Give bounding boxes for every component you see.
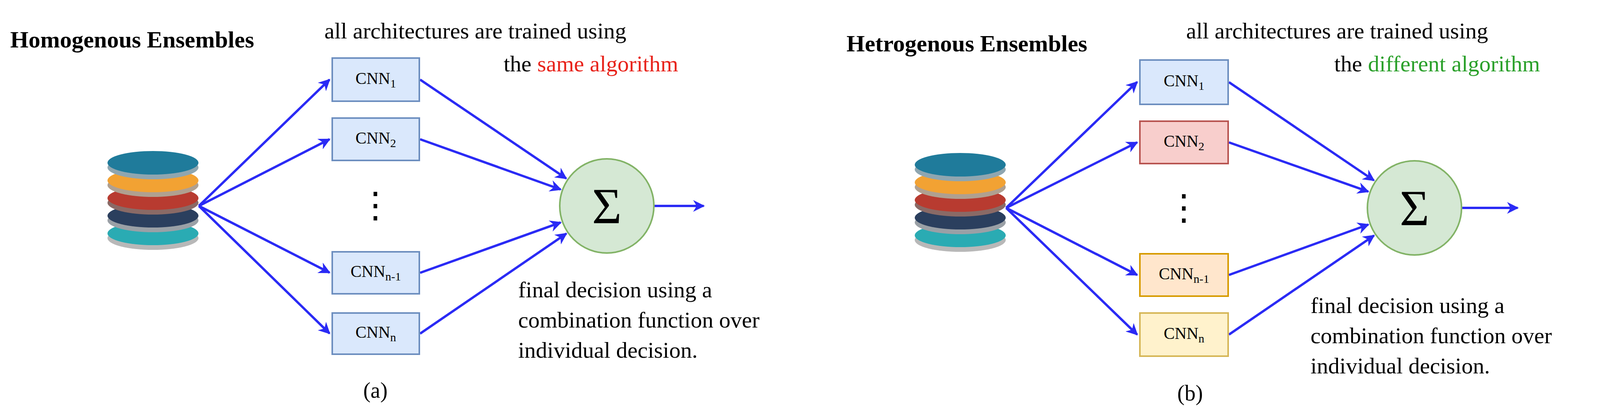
cnn-box: CNN2 [1139,120,1229,165]
model-name: CNNn [1163,323,1205,346]
ellipsis: ⋮ [357,187,394,223]
panel-title: Hetrogenous Ensembles [846,28,1088,60]
model-name: CNNn-1 [350,261,402,284]
database-icon [914,152,1006,252]
note-text: all architectures are trained using [324,15,627,46]
sum-circle: Σ [1366,160,1463,256]
note-text: final decision using a combination funct… [518,274,817,366]
model-name: CNN1 [1163,70,1205,93]
cnn-box: CNN1 [331,57,421,102]
database-icon [107,151,199,250]
note-text: all architectures are trained using [1186,15,1489,46]
cnn-box: CNNn-1 [331,251,421,295]
note-text: the [503,48,532,79]
connector-arrow [420,139,561,190]
connector-arrow [1228,224,1369,275]
note-highlight: different algorithm [1367,48,1540,79]
model-name: CNN1 [355,68,397,91]
cnn-box: CNN1 [1139,59,1229,106]
connector-arrow [1228,235,1375,335]
cnn-box: CNNn [331,312,421,355]
panel-label: (b) [1177,378,1203,408]
note-line: thedifferent algorithm [1334,48,1540,79]
connector-arrow [420,79,567,179]
sum-symbol: Σ [1399,182,1430,234]
connector-arrow [1228,142,1369,192]
connector-arrow [1228,82,1375,181]
panel-label: (a) [363,375,388,405]
panel-title: Homogenous Ensembles [10,24,255,56]
ellipsis: ⋮ [1166,189,1202,226]
cnn-box: CNN2 [331,117,421,162]
model-name: CNN2 [1163,131,1205,154]
model-name: CNNn-1 [1158,263,1210,286]
cnn-box: CNNn [1139,312,1229,357]
note-text: final decision using a combination funct… [1310,290,1600,381]
connector-arrow [420,222,561,273]
note-line: thesame algorithm [503,48,679,79]
model-name: CNNn [355,322,397,345]
sum-symbol: Σ [591,180,622,232]
note-highlight: same algorithm [537,48,679,79]
model-name: CNN2 [355,128,397,151]
cnn-box: CNNn-1 [1139,253,1229,297]
note-text: the [1334,48,1363,79]
sum-circle: Σ [558,158,655,254]
